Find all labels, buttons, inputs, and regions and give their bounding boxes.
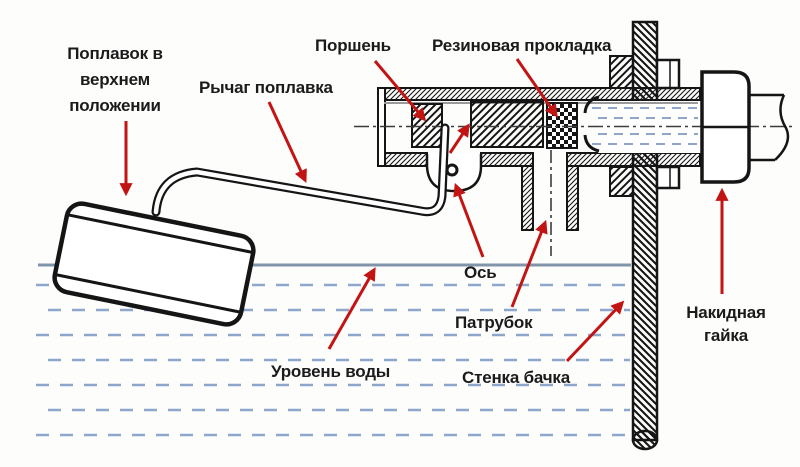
water-dashes <box>36 283 630 437</box>
label-union-nut: Накидная гайка <box>686 303 766 345</box>
arrow-axis <box>453 182 485 258</box>
label-water-level: Уровень воды <box>271 362 391 381</box>
float-lever <box>151 123 450 217</box>
pivot-pin <box>445 163 459 177</box>
label-gasket: Резиновая прокладка <box>432 36 612 55</box>
arrow-gasket <box>515 58 558 118</box>
label-piston: Поршень <box>315 36 391 55</box>
arrow-water <box>327 267 376 350</box>
label-branch-pipe: Патрубок <box>455 313 533 332</box>
pipe-water <box>592 107 698 145</box>
arrow-axis-upper <box>448 123 470 154</box>
union-nut <box>700 70 751 184</box>
arrow-wall <box>565 300 625 363</box>
tank-wall <box>631 20 659 451</box>
pointer-arrows <box>119 58 729 363</box>
label-lever: Рычаг поплавка <box>199 78 333 97</box>
branch-pipe <box>521 165 579 231</box>
piston <box>411 101 544 148</box>
float-body <box>52 201 256 327</box>
arrow-branch <box>510 219 548 308</box>
arrow-lever <box>267 101 307 183</box>
arrow-piston <box>373 60 427 122</box>
label-axis: Ось <box>464 263 497 282</box>
label-tank-wall: Стенка бачка <box>462 368 570 387</box>
supply-pipe <box>749 93 790 162</box>
label-float: Поплавок в верхнем положении <box>67 44 163 115</box>
wall-locknut-outer <box>655 58 681 190</box>
